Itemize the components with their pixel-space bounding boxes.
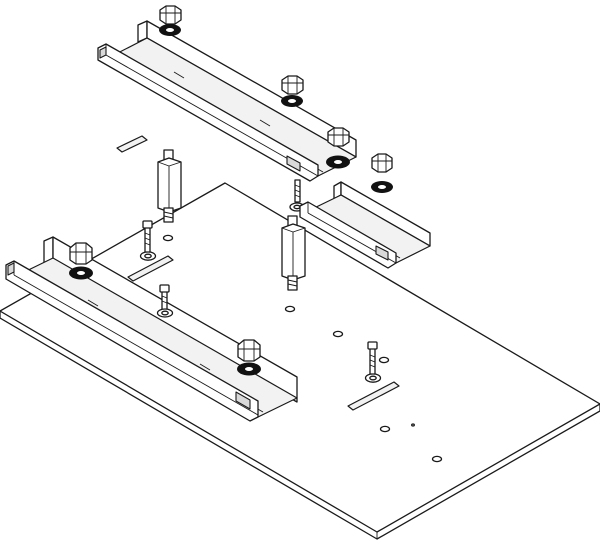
- bolt: [327, 127, 350, 147]
- stud: [159, 284, 170, 311]
- rear-rail: [97, 20, 357, 182]
- washer: [364, 373, 382, 383]
- washer: [139, 251, 157, 261]
- mounting-hole: [162, 234, 174, 242]
- washer: [69, 266, 93, 280]
- front-rail: [5, 236, 298, 422]
- stud: [294, 179, 301, 203]
- mounting-slot: [127, 255, 174, 282]
- standoff: [281, 215, 306, 291]
- bolt: [69, 242, 93, 265]
- bolt: [281, 75, 304, 95]
- mounting-hole: [332, 330, 344, 338]
- washer: [281, 95, 303, 107]
- mounting-hole: [378, 356, 390, 364]
- bolt: [159, 5, 182, 25]
- mounting-hole: [411, 423, 415, 427]
- mounting-slot: [347, 381, 400, 411]
- right-short-rail: [299, 181, 431, 269]
- mounting-hole: [284, 305, 296, 313]
- washer: [326, 155, 350, 169]
- mounting-hole: [379, 425, 391, 433]
- standoff: [157, 149, 182, 223]
- washer: [237, 362, 261, 376]
- stud: [367, 341, 378, 375]
- washer: [159, 24, 181, 36]
- washer: [156, 308, 174, 318]
- mounting-hole: [431, 455, 443, 463]
- bolt: [237, 339, 261, 362]
- washer: [371, 181, 393, 193]
- mounting-slot: [116, 135, 148, 153]
- stud: [142, 220, 153, 253]
- bolt: [371, 153, 393, 173]
